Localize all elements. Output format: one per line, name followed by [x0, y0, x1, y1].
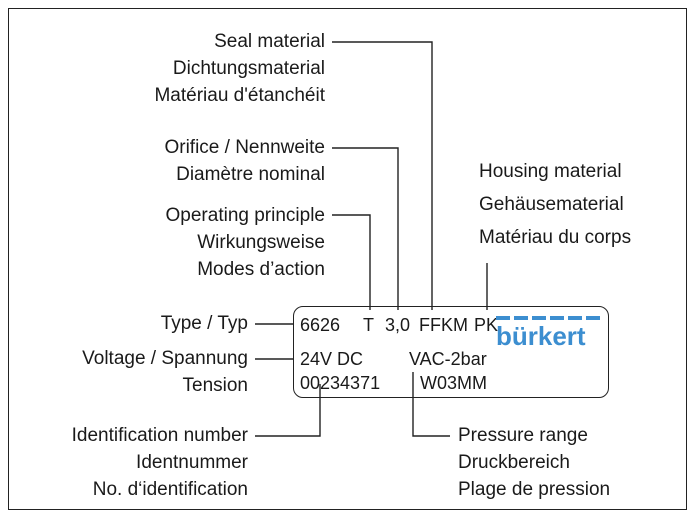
voltage-label-fr: Tension: [182, 375, 249, 396]
leader-operating: [332, 214, 371, 310]
type-label-en: Type / Typ: [160, 313, 248, 334]
voltage-label: Voltage / Spannung Tension: [82, 347, 248, 398]
diagram-frame: [8, 8, 687, 510]
seal-label-fr: Matériau d'étanchéit: [154, 85, 325, 106]
pressure-label: Pressure range Druckbereich Plage de pre…: [458, 424, 610, 502]
plate-pressure: VAC-2bar: [409, 349, 487, 369]
logo-bar-2: [514, 316, 528, 320]
housing-label-en: Housing material: [479, 161, 622, 182]
seal-label: Seal material Dichtungsmaterial Matériau…: [154, 30, 325, 108]
operating-label-fr: Modes d’action: [197, 259, 325, 280]
orifice-label: Orifice / Nennweite Diamètre nominal: [164, 136, 325, 187]
pressure-label-fr: Plage de pression: [458, 479, 611, 500]
ident-label-de: Identnummer: [136, 452, 248, 473]
logo-bar-6: [586, 316, 600, 320]
logo-bar-5: [568, 316, 582, 320]
plate-principle: T: [363, 315, 374, 335]
plate-ident-no: 00234371: [300, 373, 381, 393]
leader-pressure: [412, 372, 450, 437]
housing-label: Housing material Gehäusematerial Matéria…: [479, 160, 631, 250]
leader-ident: [255, 384, 321, 437]
operating-label-de: Wirkungsweise: [197, 232, 325, 253]
plate-orifice: 3,0: [385, 315, 411, 335]
seal-label-de: Dichtungsmaterial: [172, 58, 325, 79]
logo-bar-1: [496, 316, 510, 320]
voltage-label-en: Voltage / Spannung: [82, 348, 248, 369]
housing-label-fr: Matériau du corps: [479, 227, 632, 248]
housing-label-de: Gehäusematerial: [479, 194, 624, 215]
orifice-label-fr: Diamètre nominal: [176, 164, 325, 185]
ident-label-en: Identification number: [71, 425, 248, 446]
ident-label-fr: No. d‘identification: [92, 479, 248, 500]
orifice-label-en: Orifice / Nennweite: [164, 137, 325, 158]
logo-text: bürkert: [496, 321, 586, 350]
plate-housing: PK: [474, 315, 499, 335]
logo-bar-3: [532, 316, 546, 320]
leader-orifice: [332, 147, 399, 310]
ident-label: Identification number Identnummer No. d‘…: [72, 424, 248, 502]
leader-seal: [332, 41, 433, 310]
logo-bar-4: [550, 316, 564, 320]
pressure-label-en: Pressure range: [458, 425, 588, 446]
plate-type-no: 6626: [300, 315, 341, 335]
plate-seal: FFKM: [419, 315, 468, 335]
plate-voltage: 24V DC: [300, 349, 364, 369]
operating-label: Operating principle Wirkungsweise Modes …: [166, 204, 325, 282]
type-label: Type / Typ: [161, 312, 248, 336]
plate-code: W03MM: [420, 373, 487, 393]
pressure-label-de: Druckbereich: [458, 452, 570, 473]
operating-label-en: Operating principle: [165, 205, 325, 226]
burkert-logo: bürkert: [496, 316, 600, 350]
type-plate: [293, 306, 609, 398]
seal-label-en: Seal material: [214, 31, 325, 52]
